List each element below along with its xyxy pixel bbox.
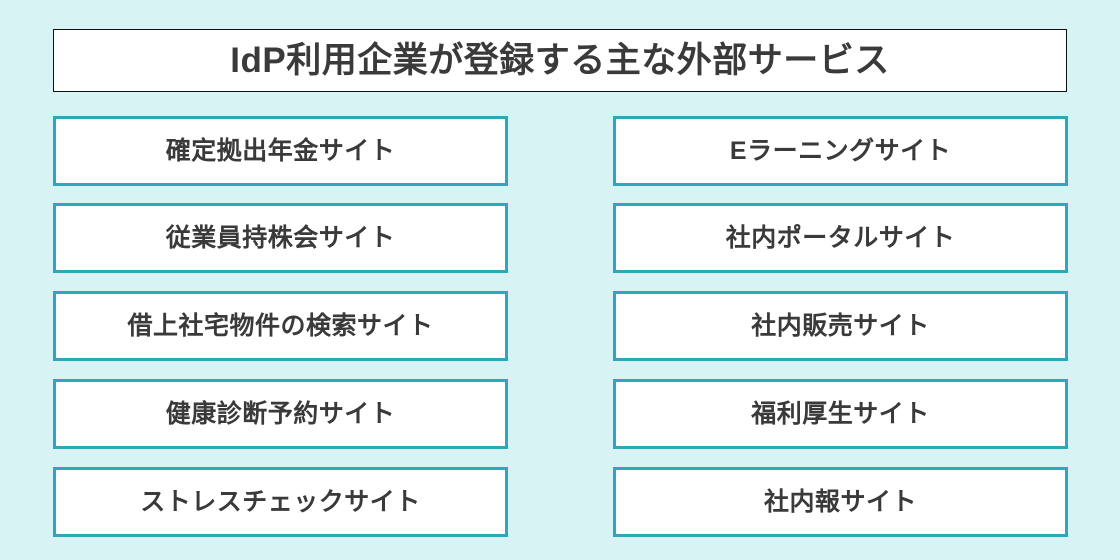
service-card[interactable]: 社内販売サイト xyxy=(613,291,1068,361)
title-banner: IdP利用企業が登録する主な外部サービス xyxy=(53,29,1067,92)
service-card[interactable]: 確定拠出年金サイト xyxy=(53,116,508,186)
service-card-label: ストレスチェックサイト xyxy=(140,487,421,516)
service-card[interactable]: 福利厚生サイト xyxy=(613,379,1068,449)
service-card-label: 借上社宅物件の検索サイト xyxy=(127,311,434,340)
service-card-label: 社内ポータルサイト xyxy=(725,223,956,252)
service-card-label: Eラーニングサイト xyxy=(729,136,952,165)
service-card[interactable]: 社内ポータルサイト xyxy=(613,203,1068,273)
page-title: IdP利用企業が登録する主な外部サービス xyxy=(230,41,890,80)
service-card-label: 社内販売サイト xyxy=(751,311,930,340)
service-card-label: 健康診断予約サイト xyxy=(165,399,396,428)
service-card[interactable]: 従業員持株会サイト xyxy=(53,203,508,273)
service-card-label: 福利厚生サイト xyxy=(751,399,930,428)
service-card[interactable]: Eラーニングサイト xyxy=(613,116,1068,186)
service-card[interactable]: ストレスチェックサイト xyxy=(53,467,508,537)
service-card[interactable]: 健康診断予約サイト xyxy=(53,379,508,449)
service-card-label: 従業員持株会サイト xyxy=(165,223,396,252)
service-card[interactable]: 借上社宅物件の検索サイト xyxy=(53,291,508,361)
service-card-label: 社内報サイト xyxy=(763,487,917,516)
service-card[interactable]: 社内報サイト xyxy=(613,467,1068,537)
service-card-grid: 確定拠出年金サイト 従業員持株会サイト 借上社宅物件の検索サイト 健康診断予約サ… xyxy=(53,116,1068,539)
service-card-label: 確定拠出年金サイト xyxy=(165,136,396,165)
